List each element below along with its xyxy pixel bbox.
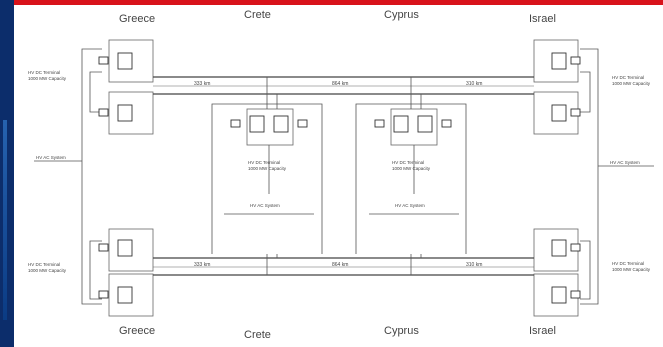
distance-top-right: 310 km	[466, 81, 482, 87]
distance-bottom-right: 310 km	[466, 262, 482, 268]
crete-block: HV DC Terminal 1000 MW Capacity HV AC Sy…	[211, 77, 323, 275]
left-top-terminal-l1: HV DC Terminal	[28, 70, 60, 75]
israel-stations	[533, 39, 581, 317]
distance-top-mid: 864 km	[332, 81, 348, 87]
interconnector-diagram: Greece Crete Cyprus Israel Greece Crete …	[28, 9, 654, 341]
label-greece-bottom: Greece	[119, 325, 155, 337]
cyprus-ac-system-label: HV AC System	[395, 203, 425, 208]
crete-terminal-l2: 1000 MW Capacity	[248, 166, 287, 171]
converter-icon	[551, 239, 567, 257]
label-crete-bottom: Crete	[244, 329, 271, 341]
converter-icon	[417, 115, 433, 133]
label-cyprus-bottom: Cyprus	[384, 325, 419, 337]
converter-icon	[117, 104, 133, 122]
left-bottom-terminal-l1: HV DC Terminal	[28, 262, 60, 267]
right-top-terminal-l1: HV DC Terminal	[612, 75, 644, 80]
converter-icon	[551, 286, 567, 304]
left-frame-shine	[3, 120, 7, 320]
converter-icon	[273, 115, 289, 133]
left-bottom-terminal-l2: 1000 MW Capacity	[28, 268, 67, 273]
right-top-terminal-l2: 1000 MW Capacity	[612, 81, 651, 86]
cyprus-terminal-l1: HV DC Terminal	[392, 160, 424, 165]
crete-terminal-l1: HV DC Terminal	[248, 160, 280, 165]
label-cyprus-top: Cyprus	[384, 9, 419, 21]
label-israel-bottom: Israel	[529, 325, 556, 337]
left-top-terminal-l2: 1000 MW Capacity	[28, 76, 67, 81]
label-crete-top: Crete	[244, 9, 271, 21]
right-ac-system-label: HV AC System	[610, 160, 640, 165]
distance-bottom-left: 333 km	[194, 262, 210, 268]
left-frame-bar	[0, 0, 14, 347]
cyprus-block: HV DC Terminal 1000 MW Capacity HV AC Sy…	[355, 77, 467, 275]
top-frame-bar	[0, 0, 663, 5]
greece-stations	[98, 39, 154, 317]
converter-icon	[551, 52, 567, 70]
right-bottom-terminal-l1: HV DC Terminal	[612, 261, 644, 266]
distance-bottom-mid: 864 km	[332, 262, 348, 268]
crete-ac-system-label: HV AC System	[250, 203, 280, 208]
distance-top-left: 333 km	[194, 81, 210, 87]
cyprus-terminal-l2: 1000 MW Capacity	[392, 166, 431, 171]
right-bottom-terminal-l2: 1000 MW Capacity	[612, 267, 651, 272]
left-ac-system-label: HV AC System	[36, 155, 66, 160]
right-system: HV DC Terminal 1000 MW Capacity HV DC Te…	[580, 48, 654, 305]
label-israel-top: Israel	[529, 13, 556, 25]
converter-icon	[393, 115, 409, 133]
left-system: HV DC Terminal 1000 MW Capacity HV DC Te…	[28, 48, 102, 305]
converter-icon	[551, 104, 567, 122]
converter-icon	[117, 239, 133, 257]
label-greece-top: Greece	[119, 13, 155, 25]
dimension-lines	[153, 85, 534, 268]
converter-icon	[117, 286, 133, 304]
dc-buses	[153, 76, 534, 276]
converter-icon	[117, 52, 133, 70]
converter-icon	[249, 115, 265, 133]
